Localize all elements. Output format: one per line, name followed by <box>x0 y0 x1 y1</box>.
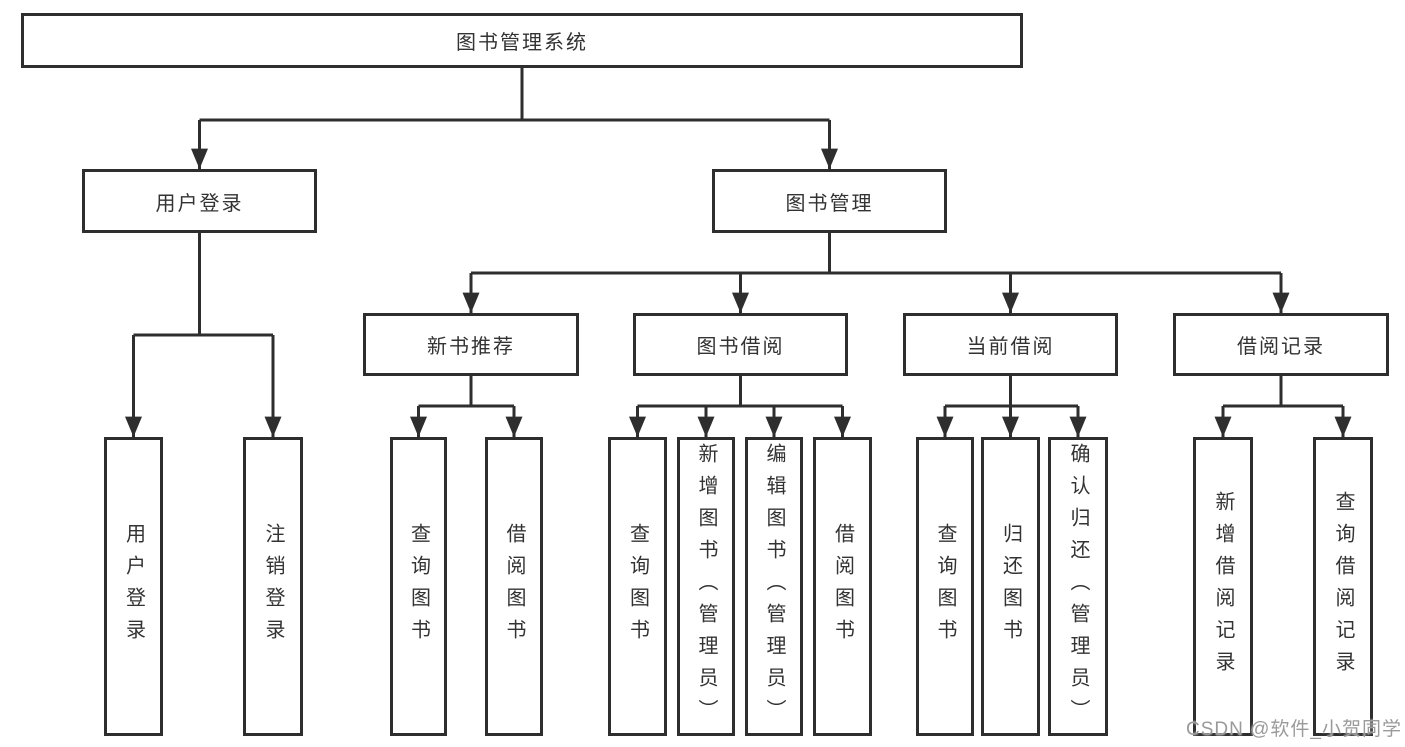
node-label: 图书管理 <box>785 192 874 215</box>
node-label: 用户登录 <box>155 192 244 215</box>
connector-records-split <box>1223 376 1343 408</box>
node-library-system-root: 图书管理系统 <box>21 13 1023 68</box>
node-current-borrow: 当前借阅 <box>903 313 1118 376</box>
connector-current-split <box>945 376 1078 408</box>
node-label: 借阅图书 <box>831 522 854 651</box>
node-label: 查询图书 <box>407 522 430 651</box>
node-label: 图书管理系统 <box>456 32 588 54</box>
leaf-add-borrow-record: 新增借阅记录 <box>1193 437 1253 736</box>
leaf-user-login: 用户登录 <box>104 437 163 736</box>
leaf-borrow-books-1: 借阅图书 <box>485 437 543 736</box>
node-book-management: 图书管理 <box>712 169 947 233</box>
node-label: 用户登录 <box>122 522 145 651</box>
leaf-logout: 注销登录 <box>243 437 303 736</box>
node-label: 查询图书 <box>626 522 649 651</box>
connector-borrow-split <box>637 376 843 408</box>
node-label: 借阅记录 <box>1237 336 1325 358</box>
leaf-edit-books-admin: 编辑图书（管理员） <box>745 437 803 736</box>
node-label: 注销登录 <box>262 522 284 651</box>
leaf-query-books-3: 查询图书 <box>916 437 974 736</box>
leaf-query-borrow-record: 查询借阅记录 <box>1313 437 1373 736</box>
connector-userlogin-split <box>133 233 273 337</box>
node-borrow-records: 借阅记录 <box>1173 313 1389 376</box>
leaf-add-books-admin: 新增图书（管理员） <box>677 437 735 736</box>
connector-root-split <box>199 68 830 122</box>
leaf-return-books: 归还图书 <box>981 437 1040 736</box>
node-user-login: 用户登录 <box>82 169 317 233</box>
node-label: 编辑图书（管理员） <box>763 442 785 731</box>
node-label: 归还图书 <box>999 522 1022 651</box>
node-label: 新增借阅记录 <box>1212 490 1234 683</box>
node-label: 查询图书 <box>934 522 956 651</box>
csdn-watermark: CSDN @软件_小贺同学 <box>1186 719 1402 740</box>
node-new-book-recommend: 新书推荐 <box>363 313 579 376</box>
leaf-borrow-books-2: 借阅图书 <box>813 437 872 736</box>
connector-bookmgmt-split <box>471 233 1281 275</box>
leaf-query-books-1: 查询图书 <box>390 437 447 736</box>
node-label: 新增图书（管理员） <box>695 442 717 731</box>
connector-newbooks-split <box>418 376 514 408</box>
node-label: 确认归还（管理员） <box>1067 442 1089 731</box>
node-label: 图书借阅 <box>696 336 785 358</box>
node-label: 当前借阅 <box>966 336 1055 358</box>
node-label: 新书推荐 <box>427 336 515 358</box>
node-label: 借阅图书 <box>503 522 525 651</box>
node-label: 查询借阅记录 <box>1332 490 1354 683</box>
node-book-borrow: 图书借阅 <box>633 313 848 376</box>
leaf-confirm-return-admin: 确认归还（管理员） <box>1048 437 1108 736</box>
leaf-query-books-2: 查询图书 <box>608 437 667 736</box>
